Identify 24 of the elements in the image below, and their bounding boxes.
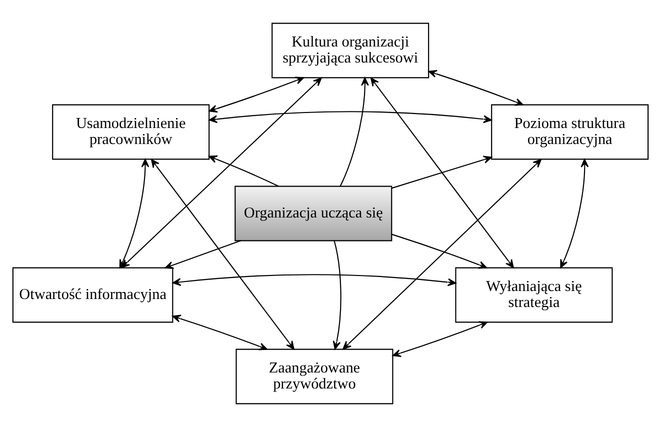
arrow (392, 321, 488, 358)
arrow (208, 155, 279, 187)
node-box: Otwartość informacyjna (12, 267, 174, 323)
node-box: Organizacja ucząca się (234, 186, 392, 242)
arrow (172, 314, 268, 350)
node-box: Zaangażowane przywództwo (236, 348, 394, 404)
node-box: Pozioma struktura organizacyjna (491, 104, 649, 160)
arrow (332, 240, 342, 350)
node-box: Wyłaniająca się strategia (455, 267, 613, 323)
node-box: Kultura organizacji sprzyjająca sukcesowi (272, 22, 430, 78)
arrow (208, 76, 304, 113)
arrow (151, 159, 294, 350)
arrow (208, 111, 492, 124)
arrow (121, 78, 322, 268)
arrow (392, 156, 492, 189)
node-box: Usamodzielnienie pracowników (52, 104, 210, 160)
arrow (560, 158, 589, 268)
arrow (164, 240, 242, 269)
arrow (392, 234, 488, 269)
arrow (172, 274, 456, 286)
arrow (370, 78, 514, 268)
arrow (342, 159, 542, 350)
arrow (340, 77, 369, 186)
arrow (428, 70, 524, 106)
